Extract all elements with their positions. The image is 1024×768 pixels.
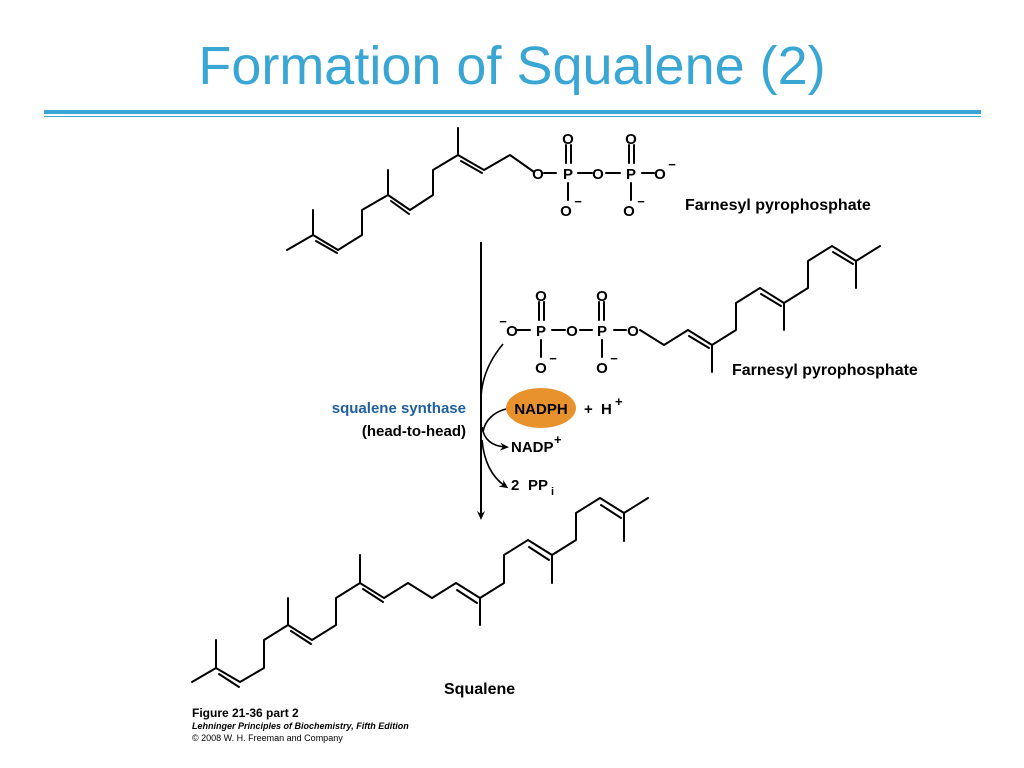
atom-charge: − bbox=[499, 314, 507, 329]
nadph-oval bbox=[506, 388, 576, 428]
atom-o: O bbox=[625, 131, 637, 148]
proton-charge: + bbox=[615, 394, 623, 409]
atom-o: O bbox=[535, 288, 547, 305]
ppi-label: PP bbox=[528, 477, 548, 494]
atom-charge: − bbox=[610, 351, 618, 366]
atom-charge: − bbox=[637, 194, 645, 209]
figure-caption: Figure 21-36 part 2 Lehninger Principles… bbox=[192, 706, 409, 744]
atom-o: O bbox=[535, 360, 547, 377]
atom-o: O bbox=[654, 166, 666, 183]
atom-charge: − bbox=[574, 194, 582, 209]
slide-title: Formation of Squalene (2) bbox=[198, 36, 826, 96]
atom-charge: − bbox=[549, 351, 557, 366]
atom-charge: − bbox=[668, 157, 676, 172]
atom-o: O bbox=[627, 323, 639, 340]
squalene-structure bbox=[191, 497, 649, 688]
book-title: Lehninger Principles of Biochemistry, Fi… bbox=[192, 721, 409, 731]
atom-p: P bbox=[626, 166, 636, 183]
cofactor-plus: + bbox=[584, 401, 593, 418]
atom-o: O bbox=[560, 203, 572, 220]
reactant-2-label: Farnesyl pyrophosphate bbox=[732, 362, 918, 379]
atom-o: O bbox=[506, 323, 518, 340]
proton-label: H bbox=[601, 401, 612, 418]
farnesyl-pyrophosphate-2-atoms: − O P O P O O O O − O − bbox=[499, 288, 639, 377]
atom-o: O bbox=[623, 203, 635, 220]
farnesyl-pyrophosphate-1-atoms: O P O P O − O O O − O − bbox=[532, 131, 676, 220]
atom-o: O bbox=[596, 360, 608, 377]
atom-p: P bbox=[536, 323, 546, 340]
nadp-out-arrow bbox=[481, 426, 509, 451]
enzyme-name: squalene synthase bbox=[332, 400, 466, 417]
figure-number: Figure 21-36 part 2 bbox=[192, 706, 299, 720]
ppi-count: 2 bbox=[511, 477, 519, 494]
atom-o: O bbox=[532, 166, 544, 183]
farnesyl-pyrophosphate-2-structure bbox=[516, 245, 881, 373]
nadp-charge: + bbox=[554, 432, 562, 447]
farnesyl-pyrophosphate-1-structure bbox=[286, 127, 655, 254]
atom-o: O bbox=[566, 323, 578, 340]
atom-o: O bbox=[596, 288, 608, 305]
ppi-out-arrow bbox=[481, 439, 509, 489]
nadph-in-arrow bbox=[482, 408, 507, 433]
enzyme-mode: (head-to-head) bbox=[362, 423, 466, 440]
product-label: Squalene bbox=[444, 681, 515, 698]
title-divider bbox=[44, 110, 981, 114]
title-divider-thin bbox=[44, 116, 981, 117]
atom-p: P bbox=[563, 166, 573, 183]
reactant-2-incoming-arrow bbox=[480, 343, 504, 406]
atom-o: O bbox=[592, 166, 604, 183]
ppi-subscript: i bbox=[551, 486, 554, 498]
copyright-notice: © 2008 W. H. Freeman and Company bbox=[192, 733, 343, 743]
atom-o: O bbox=[562, 131, 574, 148]
reactant-1-label: Farnesyl pyrophosphate bbox=[685, 197, 871, 214]
nadph-label: NADPH bbox=[514, 401, 567, 418]
atom-p: P bbox=[597, 323, 607, 340]
nadp-label: NADP bbox=[511, 439, 554, 456]
